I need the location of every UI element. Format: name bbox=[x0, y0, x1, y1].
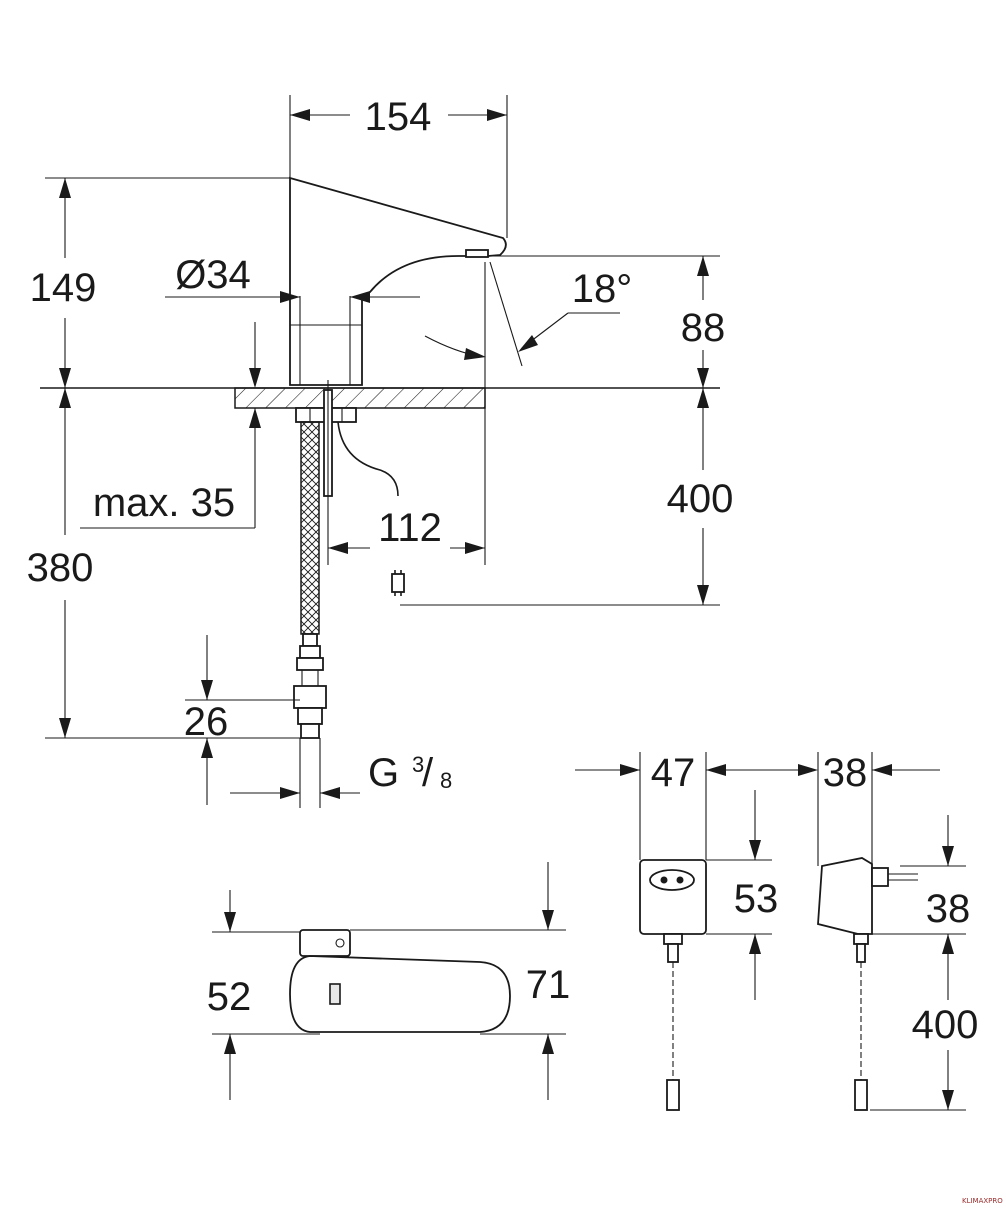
top-view-body bbox=[289, 955, 511, 1033]
dim-112: 112 bbox=[378, 506, 442, 550]
faucet-top-view bbox=[212, 862, 566, 1100]
sensor-cable bbox=[337, 421, 399, 497]
dim-thread-g: G bbox=[368, 751, 399, 795]
aerator bbox=[465, 249, 489, 258]
dim-400-cable: 400 bbox=[667, 477, 734, 521]
dim-53: 53 bbox=[734, 877, 779, 921]
dim-88: 88 bbox=[681, 306, 726, 350]
power-adapter-front bbox=[575, 752, 816, 1111]
dim-26: 26 bbox=[184, 700, 229, 744]
countertop-section bbox=[234, 387, 486, 409]
adapter-side-body bbox=[817, 857, 873, 935]
dim-38-height: 38 bbox=[926, 887, 971, 931]
dim-thread-numerator: 3 bbox=[412, 752, 424, 777]
watermark: KLIMAXPRO bbox=[962, 1197, 1003, 1205]
adapter-front-plug bbox=[666, 1079, 680, 1111]
faucet-spout bbox=[289, 176, 507, 386]
dim-max-35: max. 35 bbox=[93, 481, 235, 525]
dim-400-adapter: 400 bbox=[912, 1003, 979, 1047]
dim-38-width: 38 bbox=[823, 751, 868, 795]
dim-154: 154 bbox=[365, 95, 432, 139]
dim-47: 47 bbox=[651, 751, 696, 795]
dim-380: 380 bbox=[27, 546, 94, 590]
braided-hose bbox=[300, 421, 320, 635]
dim-149: 149 bbox=[30, 266, 97, 310]
power-adapter-side bbox=[798, 752, 966, 1111]
dimension-lines bbox=[45, 95, 720, 808]
cable-plug bbox=[391, 573, 405, 593]
adapter-side-plug bbox=[854, 1079, 868, 1111]
dim-18-degree: 18° bbox=[572, 267, 633, 311]
top-view-cap bbox=[299, 929, 351, 957]
faucet-side-view bbox=[40, 176, 720, 739]
hose-connector bbox=[293, 633, 327, 739]
dim-diameter-34: Ø34 bbox=[175, 253, 251, 297]
dimension-labels: 154 149 Ø34 18° 88 max. 35 380 400 112 2… bbox=[27, 95, 979, 1047]
dim-52: 52 bbox=[207, 975, 252, 1019]
dim-thread-slash: / bbox=[422, 751, 434, 795]
dim-71: 71 bbox=[526, 963, 571, 1007]
dim-thread-denominator: 8 bbox=[440, 768, 452, 793]
